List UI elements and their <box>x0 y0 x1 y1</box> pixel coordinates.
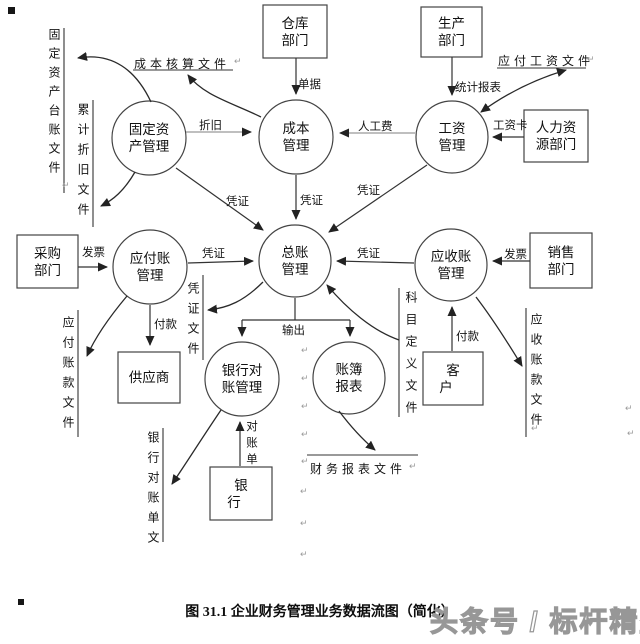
bullet-square-bottom <box>18 599 24 605</box>
pilcrow-mark: ↵ <box>300 518 308 528</box>
flow-label-voucher-payroll: 凭证 <box>357 185 380 197</box>
pilcrow-mark: ↵ <box>625 403 633 413</box>
process-label-ledger: 总账 管理 <box>281 245 309 277</box>
curve-bankrecon-to-statementfile <box>171 409 222 485</box>
process-circle-receivable <box>414 228 488 302</box>
store-label-cost-accounting-file: 成本核算文件 <box>134 57 231 71</box>
process-label-receivable: 应收账 管理 <box>430 249 472 281</box>
pilcrow-mark: ↵ <box>301 373 309 383</box>
store-label-subject-definition-file: 科目定义文件 <box>404 291 418 423</box>
curve-ledger-to-voucherfile <box>207 281 264 314</box>
flow-label-labor-cost: 人工费 <box>358 121 393 133</box>
entity-label-supplier: 供应商 <box>128 370 170 385</box>
process-circle-payable <box>112 229 188 305</box>
flow-payroll-to-ledger <box>328 164 428 233</box>
flow-label-payment-customer: 付款 <box>456 331 479 343</box>
flow-label-depreciation: 折旧 <box>199 120 222 132</box>
store-label-bank-statement-file: 银行对账单文 <box>146 431 160 551</box>
pilcrow-mark: ↵ <box>587 54 595 64</box>
pilcrow-mark: ↵ <box>627 428 635 438</box>
entity-box-bank <box>209 466 273 521</box>
curve-books-to-reportfile <box>338 410 376 451</box>
flow-label-statement: 对账单 <box>245 420 257 470</box>
process-label-cost: 成本 管理 <box>282 121 310 153</box>
store-label-fixed-asset-ledger-file: 固定资产台账文件 <box>47 28 61 180</box>
process-label-payroll: 工资 管理 <box>438 121 466 153</box>
pilcrow-mark: ↵ <box>300 549 308 559</box>
curve-payable-to-payablefile <box>86 295 128 357</box>
entity-box-customer <box>422 351 484 406</box>
entity-box-purchasing <box>16 234 79 289</box>
entity-label-warehouse: 仓库 部门 <box>281 15 309 48</box>
flow-fixedassets-to-ledger <box>175 167 264 231</box>
flow-label-stats-report: 统计报表 <box>455 82 501 94</box>
entity-label-customer: 客户 <box>439 362 474 395</box>
flow-label-voucher-payable: 凭证 <box>202 248 225 260</box>
curve-cost-to-costfile <box>187 74 262 118</box>
flow-label-invoice-sales: 发票 <box>504 249 527 261</box>
entity-label-purchasing: 采购 部门 <box>34 245 61 278</box>
curve-fixedassets-to-assetledgerfile <box>77 52 152 103</box>
flow-label-payment-supplier: 付款 <box>154 319 177 331</box>
pilcrow-mark: ↵ <box>409 461 417 471</box>
flow-label-receipt-doc: 单据 <box>298 79 321 91</box>
store-label-financial-report-file: 财务报表文件 <box>310 462 407 476</box>
store-label-payable-file: 应付账款文件 <box>61 316 75 436</box>
curve-receivable-to-receivablefile <box>475 296 523 367</box>
process-label-books: 账簿 报表 <box>335 362 363 394</box>
pilcrow-mark: ↵ <box>234 56 242 66</box>
figure-caption: 图 31.1 企业财务管理业务数据流图（简化） <box>185 605 455 620</box>
store-label-wages-payable-file: 应付工资文件 <box>498 54 595 68</box>
store-label-voucher-file: 凭证文件 <box>186 282 200 362</box>
curve-payroll-wagefile-bidirectional <box>480 68 567 113</box>
store-label-receivable-file: 应收账款文件 <box>529 313 543 433</box>
process-circle-ledger <box>258 224 332 298</box>
entity-label-production: 生产 部门 <box>438 16 465 48</box>
flow-label-output: 输出 <box>282 325 305 337</box>
pilcrow-mark: ↵ <box>301 429 309 439</box>
pilcrow-mark: ↵ <box>300 486 308 496</box>
store-label-accum-depreciation-file: 累计折旧文件 <box>76 103 90 223</box>
pilcrow-mark: ↵ <box>531 423 539 433</box>
flow-ledger-output-stem <box>242 298 350 321</box>
flow-label-wage-card: 工资卡 <box>493 120 528 132</box>
flow-receivable-to-ledger <box>336 256 415 266</box>
entity-label-bank: 银行 <box>227 477 262 510</box>
process-circle-cost <box>258 99 334 175</box>
entity-label-sales: 销售 部门 <box>547 244 575 277</box>
pilcrow-mark: ↵ <box>301 345 309 355</box>
flow-label-voucher-fixedassets: 凭证 <box>226 196 249 208</box>
bullet-square-top <box>8 7 15 14</box>
process-circle-payroll <box>415 100 489 174</box>
curve-fixedassets-to-depfile <box>100 171 136 207</box>
process-label-payable: 应付账 管理 <box>129 251 171 283</box>
entity-label-hr: 人力资 源部门 <box>535 120 577 152</box>
entity-box-supplier <box>117 351 181 404</box>
pilcrow-mark: ↵ <box>62 180 70 190</box>
pilcrow-mark: ↵ <box>301 456 309 466</box>
entity-box-warehouse <box>262 4 328 59</box>
flow-label-voucher-receivable: 凭证 <box>357 248 380 260</box>
entity-box-production <box>420 6 483 58</box>
toutiao-watermark: 头条号 / 标杆精益 <box>429 605 640 637</box>
pilcrow-mark: ↵ <box>301 401 309 411</box>
flow-payable-to-ledger <box>187 256 254 266</box>
process-circle-fixed-assets <box>111 100 187 176</box>
curve-subjectfile-to-ledger <box>326 284 400 341</box>
entity-box-sales <box>529 232 593 289</box>
process-circle-bank-recon <box>204 341 280 417</box>
process-label-fixed-assets: 固定资 产管理 <box>128 122 170 154</box>
flow-label-invoice-purchasing: 发票 <box>82 247 105 259</box>
process-circle-books <box>312 341 386 415</box>
process-label-bank-recon: 银行对 账管理 <box>221 363 263 395</box>
flow-label-voucher-cost: 凭证 <box>300 195 323 207</box>
